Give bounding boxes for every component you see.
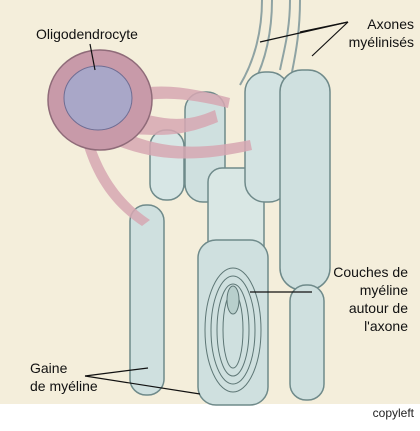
label-oligodendrocyte: Oligodendrocyte [36,26,138,43]
label-axones-line1: Axones [336,16,414,33]
label-gaine-line2: de myéline [30,378,98,395]
oligodendrocyte-nucleus [64,66,132,130]
label-gaine-line1: Gaine [30,360,67,377]
sheath-left-lower [130,205,164,395]
sheath-far-right-upper [280,70,330,290]
sheath-cut-lower [198,240,268,405]
credit-text: copyleft [373,406,414,420]
sheath-left-upper [150,130,184,200]
label-couches-line1: Couches de [300,264,408,281]
label-couches-line3: autour de [300,300,408,317]
label-couches-line4: l'axone [300,318,408,335]
label-couches-line2: myéline [300,282,408,299]
label-axones-line2: myélinisés [330,34,414,51]
